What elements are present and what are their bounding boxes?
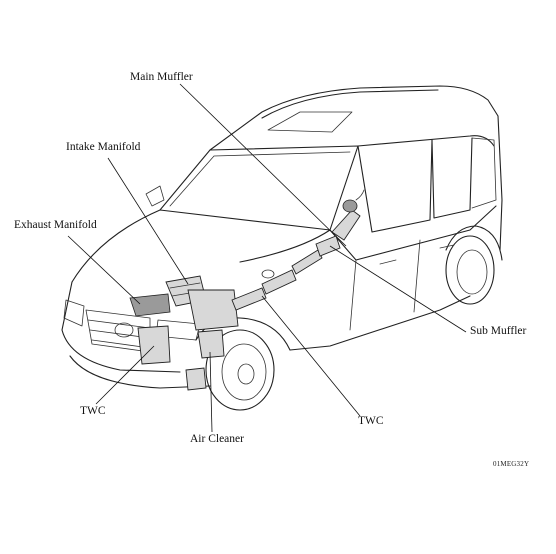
twc-rear-part [261,269,297,295]
exhaust-manifold-part [129,293,171,317]
leader-air-cleaner [209,351,213,433]
label-exhaust-manifold: Exhaust Manifold [14,219,97,231]
leader-twc-front [95,345,155,405]
sub-muffler-part [315,235,341,257]
label-sub-muffler: Sub Muffler [470,325,527,337]
leader-lines [67,83,467,433]
engine-block-part [187,289,239,331]
label-air-cleaner: Air Cleaner [190,433,244,445]
exhaust-system [129,189,365,391]
leader-exhaust-manifold [67,235,141,305]
leader-twc-rear [261,295,361,417]
label-twc-front: TWC [80,405,106,417]
figure-code: 01MEG32Y [493,460,530,468]
main-muffler-part [331,209,361,241]
air-cleaner-part [197,329,225,359]
label-main-muffler: Main Muffler [130,71,193,83]
label-intake-manifold: Intake Manifold [66,141,141,153]
leader-intake-manifold [107,157,189,285]
car-body [61,85,503,411]
label-twc-rear: TWC [358,415,384,427]
twc-front-part [137,325,171,365]
leader-main-muffler [179,83,347,247]
leader-sub-muffler [329,245,467,333]
